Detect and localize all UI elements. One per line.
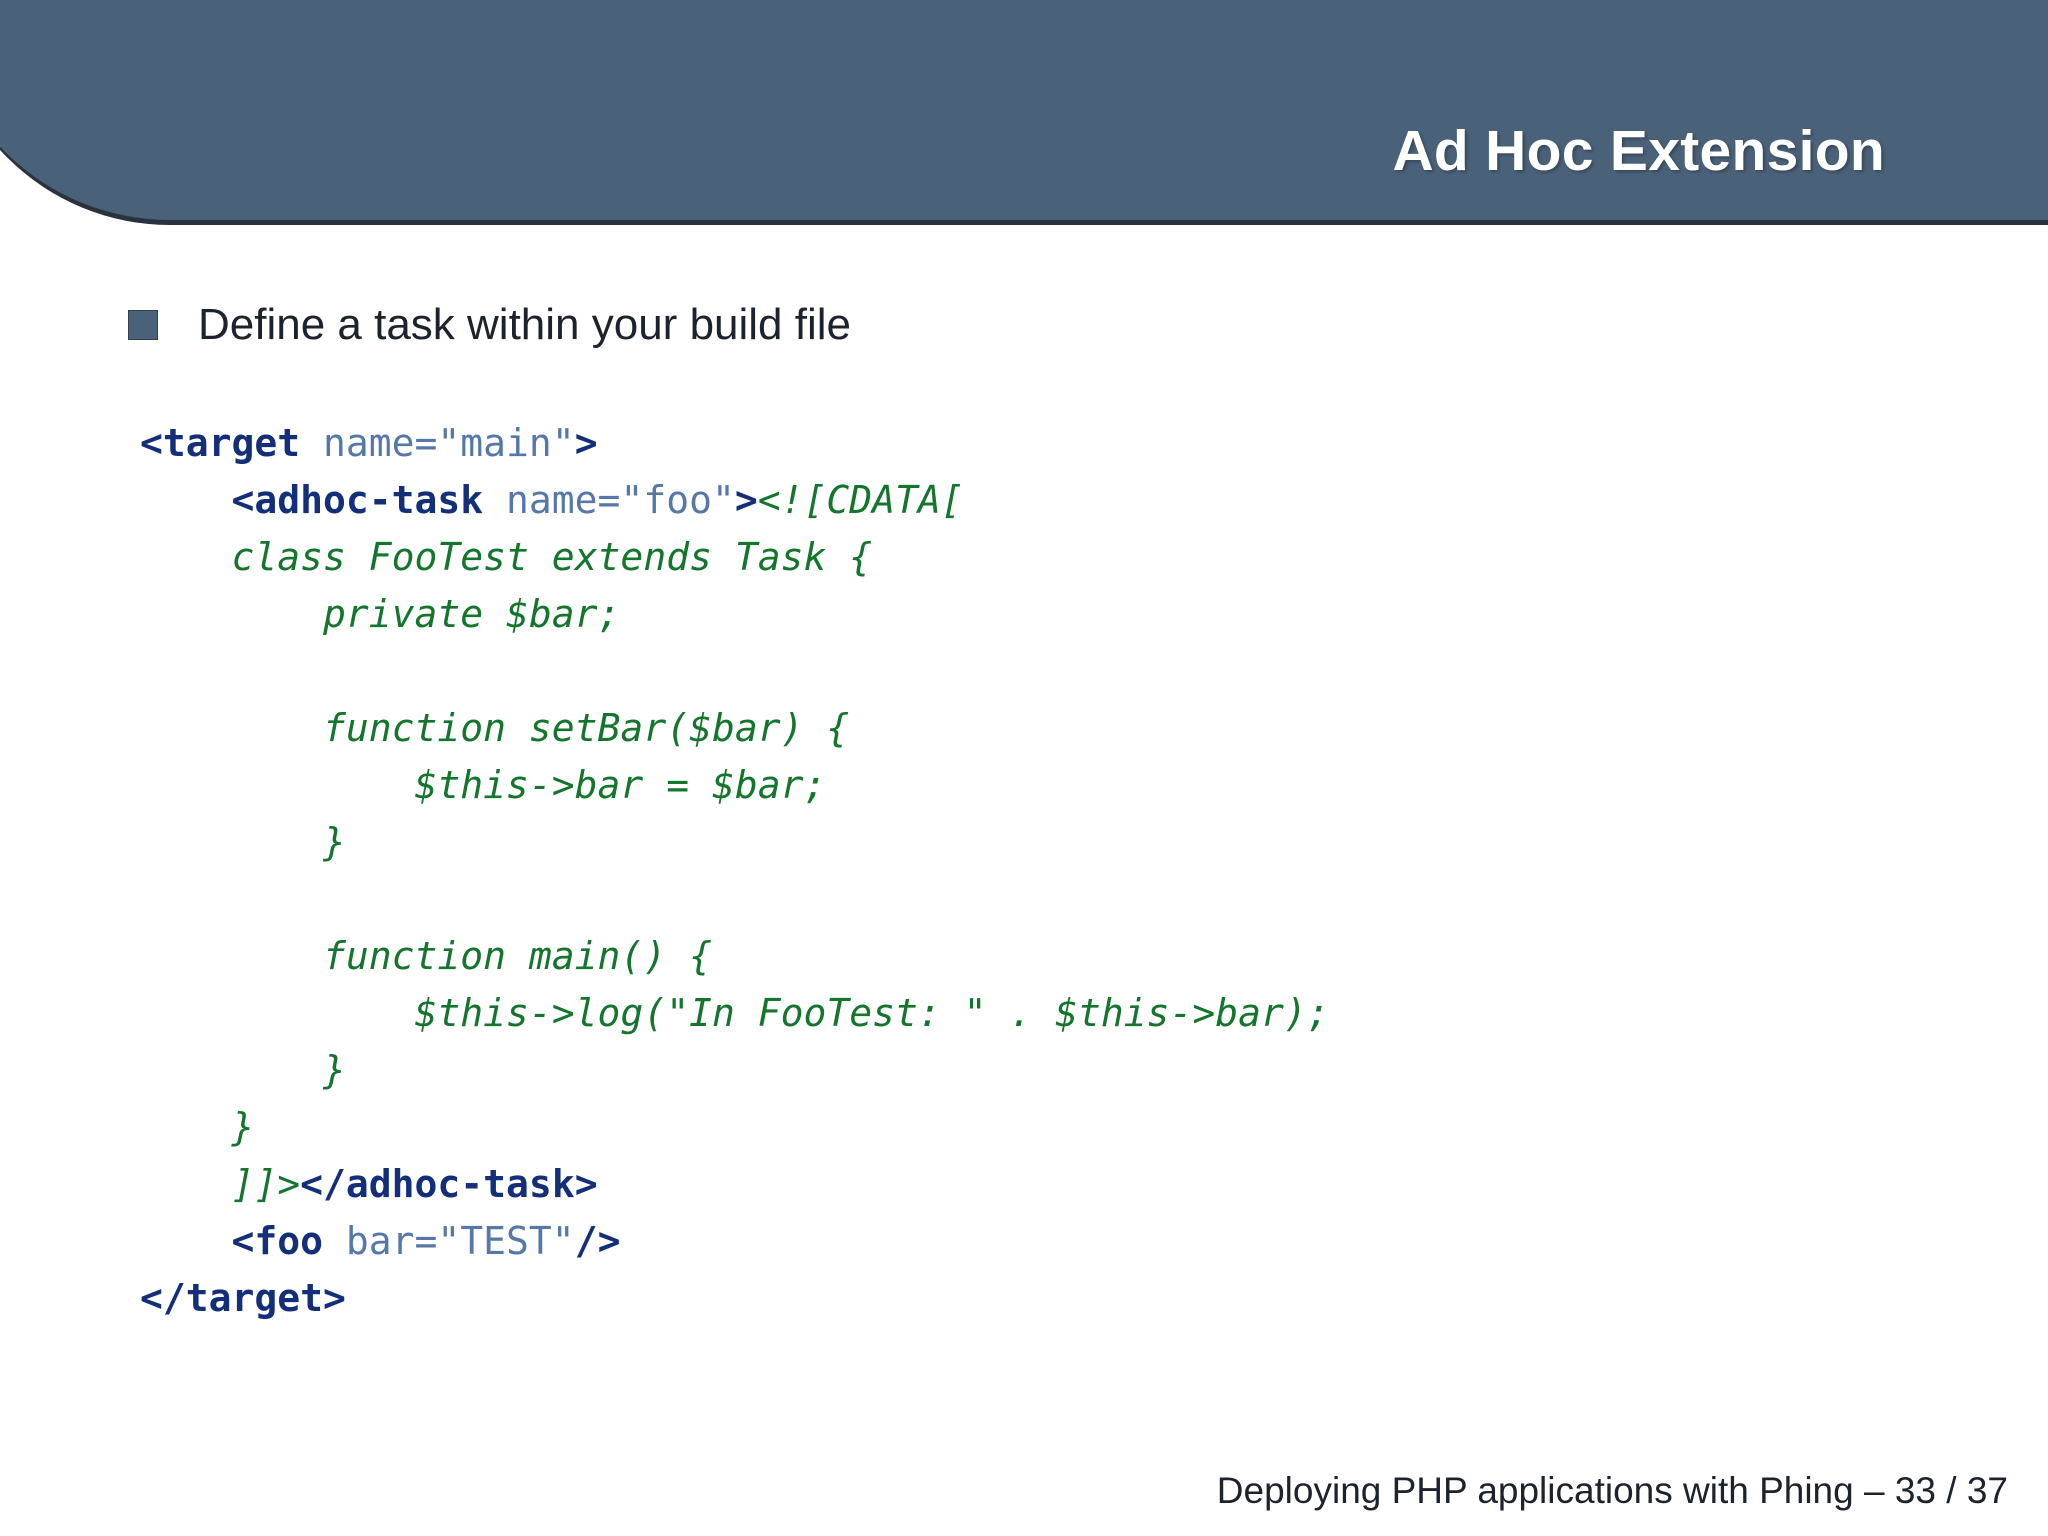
- code-line: <foo bar="TEST"/>: [140, 1213, 1330, 1270]
- code-token-php: class FooTest extends Task {: [140, 535, 873, 579]
- code-line: }: [140, 814, 1330, 871]
- code-line: </target>: [140, 1270, 1330, 1327]
- code-token-tag: <foo: [140, 1219, 324, 1263]
- code-token-tag: >: [574, 421, 598, 465]
- code-token-tag: />: [574, 1219, 621, 1263]
- code-line: <target name="main">: [140, 415, 1330, 472]
- bullet-item-label: Define a task within your build file: [198, 300, 851, 349]
- page-title: Ad Hoc Extension: [1392, 119, 1885, 183]
- slide-header-banner: [0, 0, 2048, 225]
- code-line: <adhoc-task name="foo"><![CDATA[: [140, 472, 1330, 529]
- code-token-php: private $bar;: [140, 592, 621, 636]
- code-line: private $bar;: [140, 586, 1330, 643]
- code-block: <target name="main"> <adhoc-task name="f…: [140, 415, 1330, 1327]
- code-token-php: $this->bar = $bar;: [140, 763, 827, 807]
- code-token-attr: name="foo": [483, 478, 735, 522]
- code-token-tag: <adhoc-task: [140, 478, 484, 522]
- square-bullet-icon: [128, 310, 158, 341]
- code-token-attr: bar="TEST": [323, 1219, 575, 1263]
- code-token-php: }: [140, 1048, 346, 1092]
- code-token-php: $this->log("In FooTest: " . $this->bar);: [140, 991, 1330, 1035]
- code-line: [140, 643, 1330, 700]
- code-token-tag: >: [734, 478, 758, 522]
- code-line: class FooTest extends Task {: [140, 529, 1330, 586]
- code-token-tag: </adhoc-task>: [300, 1162, 598, 1206]
- code-line: ]]></adhoc-task>: [140, 1156, 1330, 1213]
- code-line: function main() {: [140, 928, 1330, 985]
- code-token-php: <![CDATA[: [757, 478, 964, 522]
- code-token-tag: <target: [140, 421, 301, 465]
- code-line: }: [140, 1042, 1330, 1099]
- code-token-attr: name="main": [300, 421, 575, 465]
- code-line: $this->bar = $bar;: [140, 757, 1330, 814]
- code-token-php: ]]>: [140, 1162, 301, 1206]
- code-line: [140, 871, 1330, 928]
- code-line: function setBar($bar) {: [140, 700, 1330, 757]
- slide-footer: Deploying PHP applications with Phing – …: [1216, 1470, 2008, 1511]
- bullet-list-item: Define a task within your build file: [128, 300, 851, 349]
- code-token-php: function main() {: [140, 934, 712, 978]
- code-line: $this->log("In FooTest: " . $this->bar);: [140, 985, 1330, 1042]
- code-token-php: }: [140, 820, 346, 864]
- code-token-tag: </target>: [140, 1276, 346, 1320]
- code-token-php: function setBar($bar) {: [140, 706, 850, 750]
- code-line: }: [140, 1099, 1330, 1156]
- code-token-php: }: [140, 1105, 255, 1149]
